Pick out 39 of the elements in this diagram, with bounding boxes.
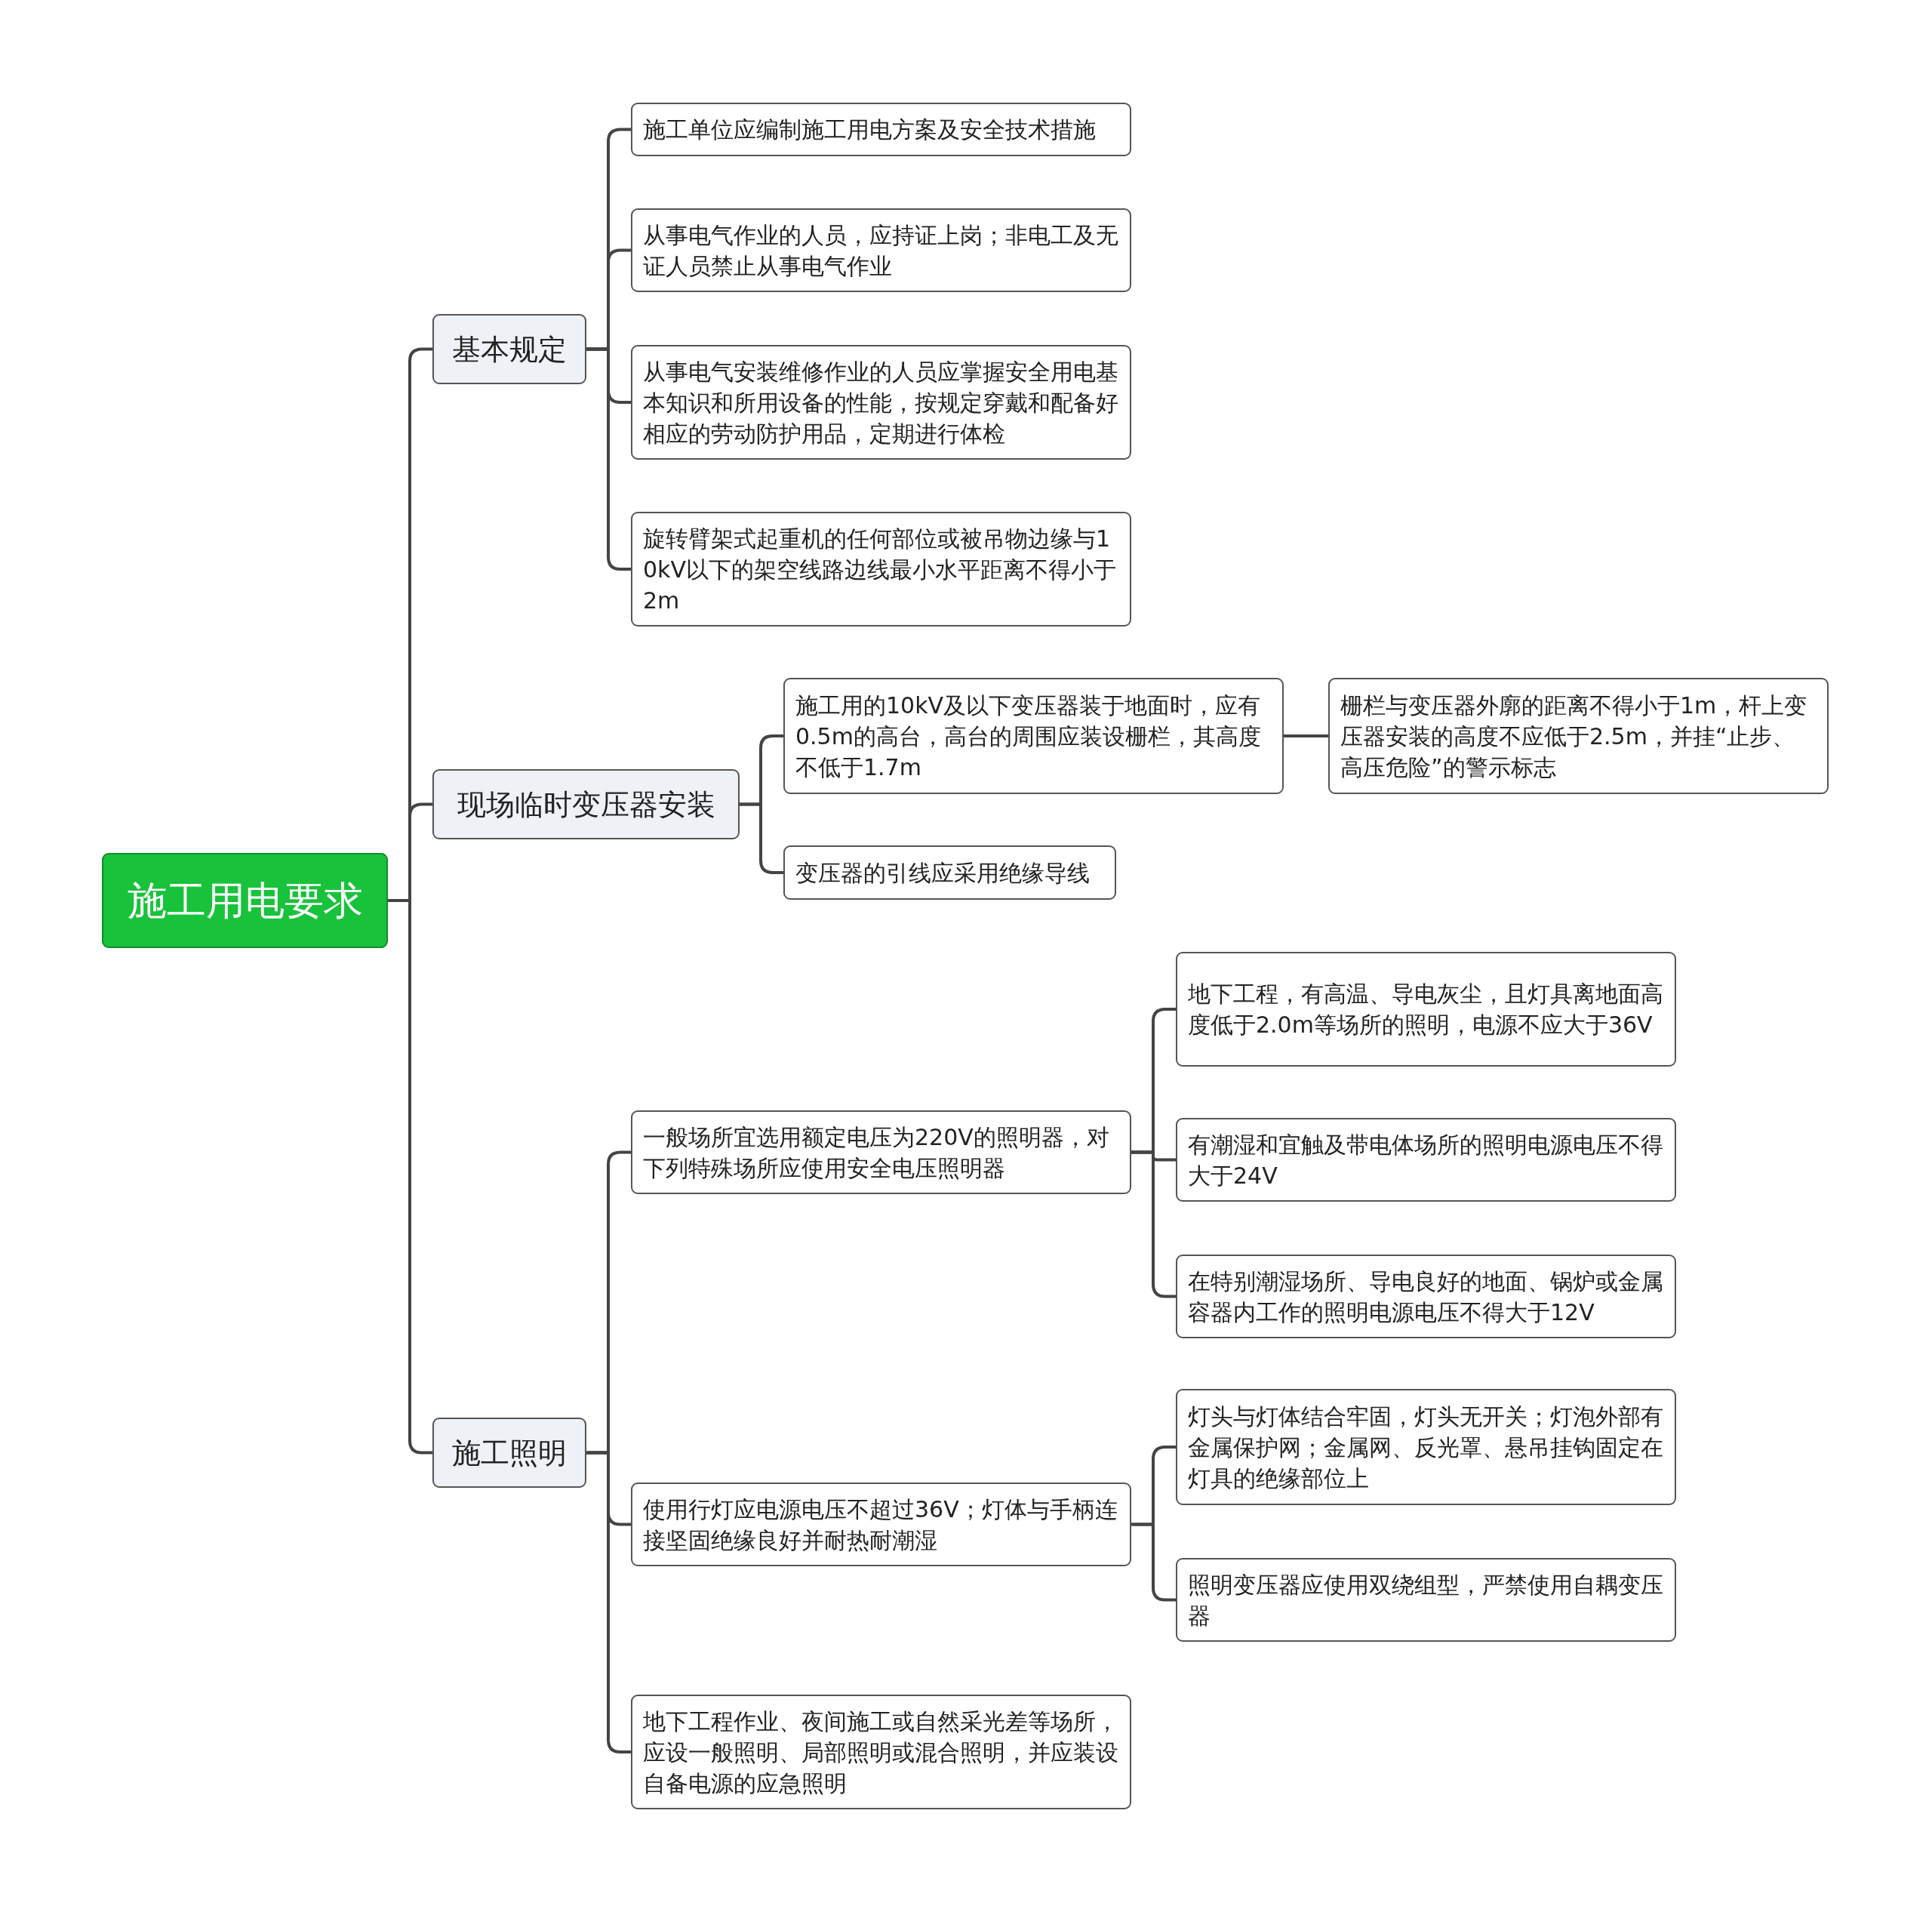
subtopic-box	[783, 678, 1284, 794]
topic-text: 一般场所宜选用额定电压为220V的照明器，对下列特殊场所应使用安全电压照明器	[643, 1122, 1110, 1183]
subtopic-box	[1176, 1255, 1676, 1338]
subtopic-box	[631, 1695, 1131, 1809]
topic-text: 施工单位应编制施工用电方案及安全技术措施	[643, 115, 1096, 144]
root-topic-box	[102, 853, 388, 948]
topic-text: 在特别潮湿场所、导电良好的地面、锅炉或金属容器内工作的照明电源电压不得大于12V	[1188, 1267, 1664, 1327]
topic-text: 施工用的10kV及以下变压器装于地面时，应有0.5m的高台，高台的周围应装设栅栏，其高度不低于1.7m	[795, 691, 1262, 782]
subtopic-box	[631, 512, 1131, 627]
topic-text: 有潮湿和宜触及带电体场所的照明电源电压不得大于24V	[1188, 1130, 1664, 1190]
subtopic-box	[631, 1110, 1131, 1194]
topic-text: 施工用电要求	[127, 878, 363, 923]
subtopic-box	[1176, 1389, 1676, 1505]
topic-text: 施工照明	[452, 1435, 567, 1471]
subtopic-box	[631, 208, 1131, 292]
topic-text: 使用行灯应电源电压不超过36V；灯体与手柄连接坚固绝缘良好并耐热耐潮湿	[643, 1495, 1118, 1555]
topic-text: 从事电气作业的人员，应持证上岗；非电工及无证人员禁止从事电气作业	[643, 220, 1119, 281]
topic-text: 旋转臂架式起重机的任何部位或被吊物边缘与10kV以下的架空线路边线最小水平距离不得小于2m	[643, 524, 1117, 615]
subtopic-box	[631, 1482, 1131, 1566]
topic-text: 灯头与灯体结合牢固，灯头无开关；灯泡外部有金属保护网；金属网、反光罩、悬吊挂钩固定在灯具的绝缘部位上	[1188, 1402, 1664, 1493]
topic-text: 照明变压器应使用双绕组型，严禁使用自耦变压器	[1188, 1570, 1664, 1630]
connector-line	[1284, 734, 1328, 737]
topic-text: 地下工程作业、夜间施工或自然采光差等场所，应设一般照明、局部照明或混合照明，并应装设自备电源的应急照明	[643, 1707, 1119, 1798]
main-topic-box	[432, 1418, 586, 1488]
subtopic-box	[631, 103, 1131, 156]
subtopic-box	[631, 345, 1131, 460]
topic-text: 变压器的引线应采用绝缘导线	[795, 858, 1090, 888]
topic-text: 从事电气安装维修作业的人员应掌握安全用电基本知识和所用设备的性能，按规定穿戴和配备好相应的劳动防护用品，定期进行体检	[643, 357, 1119, 448]
topic-text: 栅栏与变压器外廓的距离不得小于1m，杆上变压器安装的高度不应低于2.5m，并挂“止步、高压危险”的警示标志	[1340, 691, 1808, 782]
topic-text: 地下工程，有高温、导电灰尘，且灯具离地面高度低于2.0m等场所的照明，电源不应大于36V	[1188, 980, 1664, 1039]
subtopic-box	[1176, 952, 1676, 1067]
subtopic-box	[1176, 1558, 1676, 1642]
topic-text: 基本规定	[452, 331, 567, 368]
main-topic-box	[432, 769, 740, 839]
subtopic-box	[783, 845, 1116, 900]
topic-text: 现场临时变压器安装	[457, 787, 715, 823]
subtopic-box	[1328, 678, 1829, 794]
main-topic-box	[432, 314, 586, 384]
subtopic-box	[1176, 1118, 1676, 1202]
